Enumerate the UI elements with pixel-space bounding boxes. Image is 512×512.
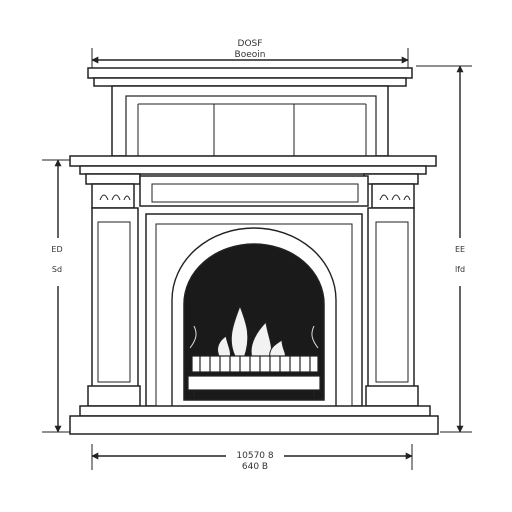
left-dimension-line [42,159,72,433]
left-dimension-label: ED Sd [46,238,68,286]
bottom-dimension-label: 10570 8 640 B [226,448,284,472]
top-dimension-label: DOSF Boeoin [235,39,266,60]
fire-grate [187,355,321,398]
left-dimension-text-1: ED [51,245,62,254]
left-dimension-text-2: Sd [52,265,62,274]
bottom-dimension-text-2: 640 B [242,462,268,472]
right-dimension-text-1: EE [455,245,465,254]
flame-graphic [189,304,319,359]
right-pilaster [363,173,419,407]
hearth [69,405,439,435]
top-dimension-text-1: DOSF [238,39,263,49]
bottom-dimension-text-1: 10570 8 [236,451,273,461]
right-dimension-label: EE lfd [448,238,472,286]
mantel-shelf [69,155,437,175]
right-dimension-text-2: lfd [455,265,465,274]
top-dimension-line [91,48,409,70]
overmantel [87,67,413,157]
left-pilaster [85,173,141,407]
top-dimension-text-2: Boeoin [235,50,266,60]
firebox-opening [183,243,325,401]
